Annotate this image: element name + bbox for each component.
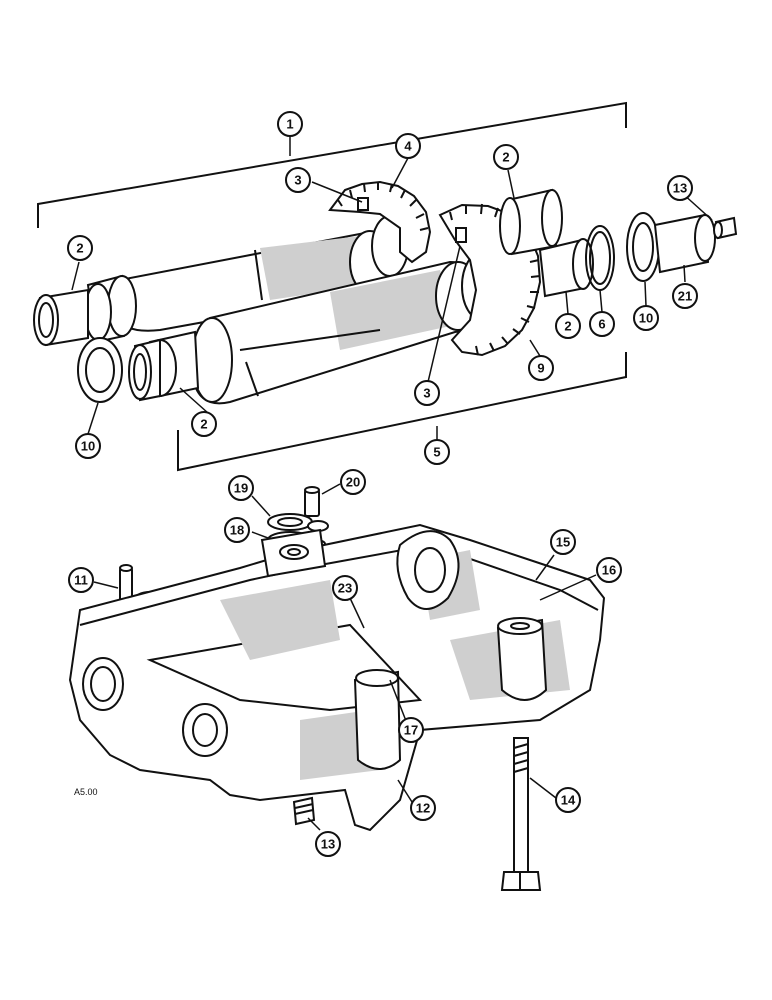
dowel-pin-20 bbox=[304, 486, 320, 517]
shaft-21 bbox=[653, 213, 716, 274]
callout-11: 11 bbox=[68, 567, 94, 593]
callout-2-left: 2 bbox=[67, 235, 93, 261]
figure-ref-code: A5.00 bbox=[74, 787, 98, 797]
callout-23: 23 bbox=[332, 575, 358, 601]
bush-upper-right bbox=[499, 188, 563, 256]
svg-text:3: 3 bbox=[423, 386, 430, 401]
svg-text:2: 2 bbox=[76, 241, 83, 256]
balancer-housing bbox=[68, 523, 606, 832]
svg-text:23: 23 bbox=[338, 581, 352, 596]
thrust-washer-right bbox=[626, 212, 660, 282]
callout-5: 5 bbox=[424, 439, 450, 465]
assembly-bracket-1 bbox=[37, 101, 627, 228]
bolt-14 bbox=[500, 737, 542, 891]
callout-2-top: 2 bbox=[493, 144, 519, 170]
svg-text:3: 3 bbox=[294, 173, 301, 188]
callout-9: 9 bbox=[528, 355, 554, 381]
svg-text:2: 2 bbox=[564, 319, 571, 334]
callout-13-upper: 13 bbox=[667, 175, 693, 201]
callout-20: 20 bbox=[340, 469, 366, 495]
callout-3-upper: 3 bbox=[285, 167, 311, 193]
callout-16: 16 bbox=[596, 557, 622, 583]
svg-text:5: 5 bbox=[433, 445, 440, 460]
callout-2-right: 2 bbox=[555, 313, 581, 339]
callout-19: 19 bbox=[228, 475, 254, 501]
callout-14: 14 bbox=[555, 787, 581, 813]
svg-text:15: 15 bbox=[556, 535, 570, 550]
callout-10-left: 10 bbox=[75, 433, 101, 459]
svg-text:10: 10 bbox=[81, 439, 95, 454]
grub-screw-upper bbox=[713, 216, 738, 240]
assembly-bracket-5 bbox=[177, 352, 627, 472]
callout-1: 1 bbox=[277, 111, 303, 137]
svg-text:21: 21 bbox=[678, 289, 692, 304]
leader-lines bbox=[71, 157, 713, 831]
circlip-6 bbox=[585, 225, 615, 291]
svg-text:19: 19 bbox=[234, 481, 248, 496]
callout-21: 21 bbox=[672, 283, 698, 309]
svg-text:9: 9 bbox=[537, 361, 544, 376]
o-ring-19 bbox=[267, 513, 329, 532]
callout-6: 6 bbox=[589, 311, 615, 337]
callout-4: 4 bbox=[395, 133, 421, 159]
svg-text:10: 10 bbox=[639, 311, 653, 326]
svg-text:13: 13 bbox=[673, 181, 687, 196]
callout-2-lower-left: 2 bbox=[191, 411, 217, 437]
gear-4 bbox=[328, 180, 432, 264]
front-balancer-shaft bbox=[128, 251, 503, 405]
callout-18: 18 bbox=[224, 517, 250, 543]
svg-text:18: 18 bbox=[230, 523, 244, 538]
thrust-washer-left bbox=[77, 337, 123, 403]
svg-text:11: 11 bbox=[74, 573, 88, 588]
callout-3-lower: 3 bbox=[414, 380, 440, 406]
svg-text:12: 12 bbox=[416, 801, 430, 816]
callout-17: 17 bbox=[398, 717, 424, 743]
svg-text:2: 2 bbox=[200, 417, 207, 432]
svg-text:17: 17 bbox=[404, 723, 418, 738]
svg-text:14: 14 bbox=[561, 793, 576, 808]
svg-text:6: 6 bbox=[598, 317, 605, 332]
svg-text:1: 1 bbox=[286, 117, 293, 132]
svg-text:4: 4 bbox=[404, 139, 412, 154]
callout-10-right: 10 bbox=[633, 305, 659, 331]
svg-text:2: 2 bbox=[502, 150, 509, 165]
svg-text:20: 20 bbox=[346, 475, 360, 490]
callout-13-lower: 13 bbox=[315, 831, 341, 857]
callout-15: 15 bbox=[550, 529, 576, 555]
grub-screw-lower bbox=[292, 796, 316, 826]
svg-text:16: 16 bbox=[602, 563, 616, 578]
callout-12: 12 bbox=[410, 795, 436, 821]
spacer-sleeve bbox=[538, 238, 594, 298]
svg-text:13: 13 bbox=[321, 837, 335, 852]
